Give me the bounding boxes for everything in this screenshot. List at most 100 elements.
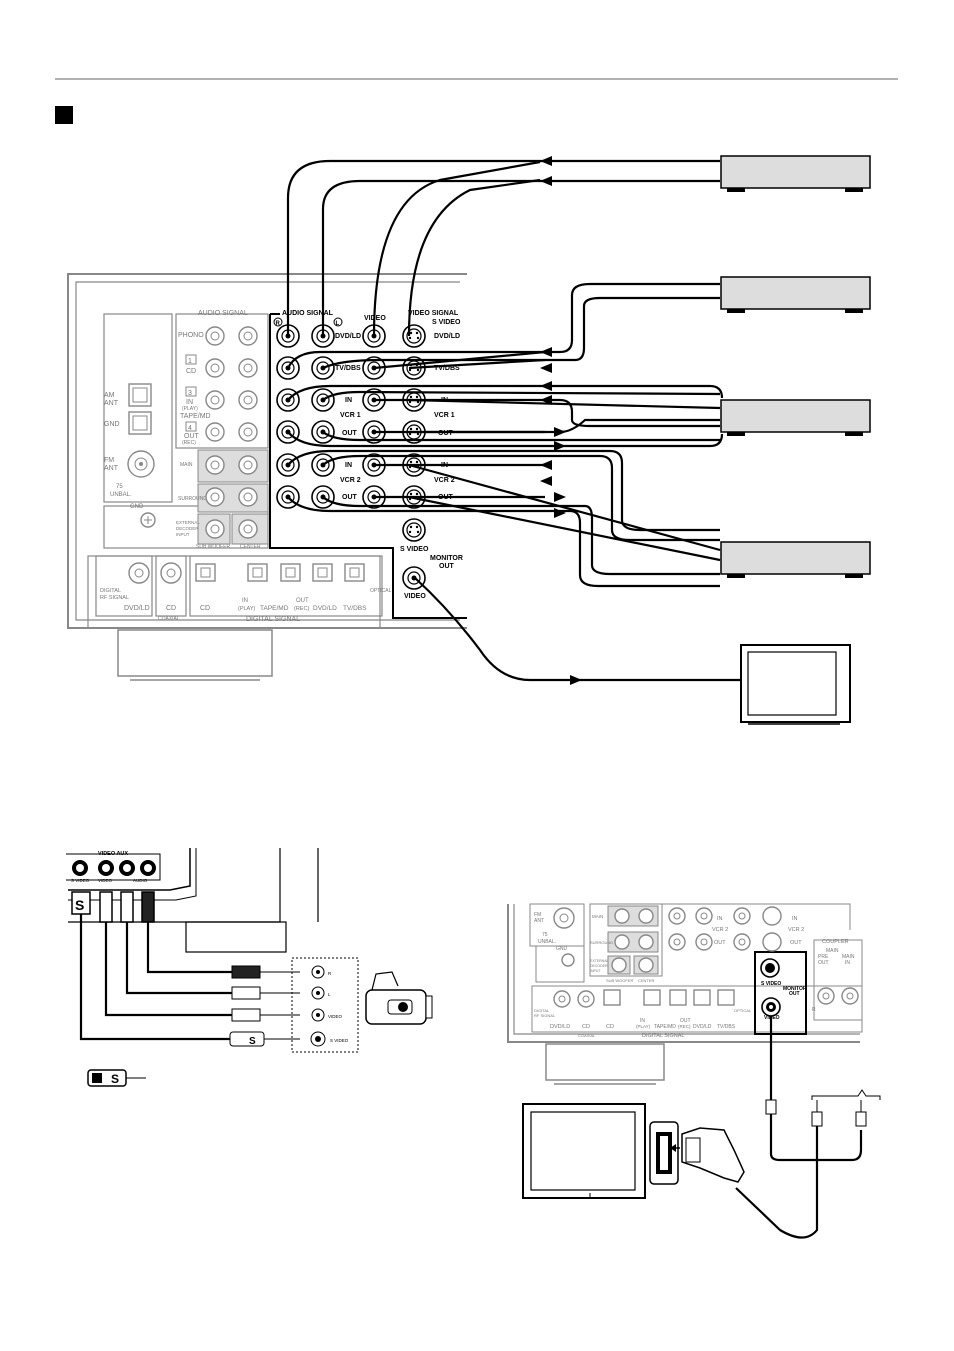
scart-label-out-rec: OUT	[680, 1018, 691, 1024]
monitor-s-video-jack	[402, 518, 426, 542]
signal-arrow-icon	[540, 156, 552, 166]
label-monitor: MONITOR	[430, 555, 463, 562]
label-cam-video: VIDEO	[328, 1014, 343, 1019]
label-sub-woofer: SUB WOOFER	[196, 544, 231, 550]
scart-label-vcr2-b: VCR 2	[788, 927, 804, 933]
label-tape-out: OUT	[184, 433, 200, 440]
label-dvd-ld-dig: DVD/LD	[124, 605, 150, 612]
scart-label-ext-3: INPUT	[590, 969, 601, 973]
signal-arrow-icon	[540, 176, 552, 186]
label-aux-s-video: S VIDEO	[71, 878, 90, 883]
scart-label-fm: FM	[534, 912, 541, 918]
label-video-signal: VIDEO SIGNAL	[408, 310, 459, 317]
label-dvd-ld: DVD/LD	[335, 333, 361, 340]
scart-label-monitor-out: OUT	[789, 991, 800, 997]
label-audio-signal: AUDIO SIGNAL	[282, 310, 334, 317]
scart-label-out-a: OUT	[714, 940, 726, 946]
signal-arrow-icon	[540, 347, 552, 357]
scart-label-in-play-2: (PLAY)	[636, 1024, 651, 1029]
scart-label-pre: PRE	[818, 954, 829, 960]
label-ext-1: EXTERNAL	[176, 520, 200, 525]
label-audio-r: R	[276, 321, 281, 327]
scart-label-monitor: MONITOR	[783, 986, 807, 992]
label-audio-l: L	[336, 321, 340, 327]
s-video-jack	[402, 324, 426, 348]
label-vcr-1: VCR 1	[340, 412, 361, 419]
scart-label-75: 75	[542, 932, 548, 938]
label-cam-s-video: S VIDEO	[330, 1038, 349, 1043]
scart-label-tv-dbs: TV/DBS	[717, 1024, 736, 1030]
label-tape-rec: (REC)	[182, 440, 196, 446]
label-cd: CD	[186, 368, 196, 375]
scart-panel-labels: FM ANT 75 UNBAL. GND MAIN SURROUND EXTER…	[534, 912, 855, 1039]
label-out-1: OUT	[342, 430, 358, 437]
label-digital-signal: DIGITAL SIGNAL	[246, 616, 300, 623]
label-ext-3: INPUT	[176, 532, 190, 537]
scart-label-cd: CD	[582, 1024, 590, 1030]
scart-label-main-in: MAIN	[842, 954, 855, 960]
label-cd-opt: CD	[200, 605, 210, 612]
label-monitor-out: OUT	[439, 563, 455, 570]
signal-arrow-icon	[540, 381, 552, 391]
label-tv-dbs-opt: TV/DBS	[343, 605, 367, 612]
scart-label-dvd-ld2: DVD/LD	[693, 1024, 712, 1030]
scart-label-gnd: GND	[556, 946, 568, 952]
scart-label-coupler: COUPLER	[822, 939, 849, 945]
label-am: AM	[104, 392, 115, 399]
label-gnd: GND	[104, 421, 120, 428]
scart-label-digital: DIGITAL	[534, 1008, 550, 1013]
scart-label-dvd-ld: DVD/LD	[550, 1024, 570, 1030]
top-cables	[286, 159, 740, 682]
front-panel-video-aux: VIDEO AUX S VIDEO VIDEO AUDIO S S	[66, 848, 433, 1087]
scart-label-ext-2: DECODER	[590, 964, 608, 968]
scart-label-center: CENTER	[638, 978, 655, 983]
label-tape-num: 3	[188, 390, 192, 397]
label-in-play-1: IN	[242, 598, 248, 604]
label-cam-l: L	[328, 992, 331, 997]
scart-label-in-b: IN	[792, 916, 798, 922]
scart-label-out-b: OUT	[790, 940, 802, 946]
scart-label-out-rec-2: (REC)	[678, 1024, 691, 1029]
scart-label-in-a: IN	[717, 916, 723, 922]
scart-cables	[735, 1016, 881, 1239]
signal-arrow-icon	[540, 460, 552, 470]
signal-arrow-icon	[540, 363, 552, 373]
label-phono: PHONO	[178, 332, 204, 339]
signal-arrow-icon	[570, 675, 582, 685]
scart-panel-jacks	[553, 906, 859, 1017]
label-s-plug: S	[75, 897, 84, 913]
label-in-2: IN	[345, 462, 352, 469]
scart-label-unbal: UNBAL.	[538, 939, 556, 945]
label-fm: FM	[104, 457, 114, 464]
section-marker-square	[55, 106, 73, 124]
scart-label-in-play: IN	[640, 1018, 645, 1024]
label-tape-md: TAPE/MD	[180, 413, 211, 420]
scart-label-digital-signal: DIGITAL SIGNAL	[642, 1033, 684, 1039]
label-in-1: IN	[345, 397, 352, 404]
scart-label-coupler-main: MAIN	[826, 948, 839, 954]
signal-arrow-icon	[540, 395, 552, 405]
label-audio-signal-grey: AUDIO SIGNAL	[198, 310, 248, 317]
scart-label-main-in-2: IN	[845, 960, 850, 966]
scart-label-surround: SURROUND	[590, 940, 613, 945]
scart-label-fm-ant: ANT	[534, 918, 544, 924]
label-vcr-2-s: VCR 2	[434, 477, 455, 484]
component-tv-tuner	[720, 276, 871, 313]
scart-tv	[522, 1103, 679, 1199]
label-vcr-1-s: VCR 1	[434, 412, 455, 419]
label-out-2: OUT	[342, 494, 358, 501]
scart-label-vcr2: VCR 2	[712, 927, 728, 933]
scart-label-coaxial: COAXIAL	[578, 1033, 596, 1038]
label-out-rec-2: (REC)	[294, 606, 309, 612]
scart-label-sub-woofer: SUB WOOFER	[606, 978, 633, 983]
panel-grey-labels: AUDIO SIGNAL PHONO 1 CD 3 IN (PLAY) TAPE…	[100, 310, 392, 623]
label-vcr-2: VCR 2	[340, 477, 361, 484]
label-s-plug-2: S	[249, 1036, 256, 1047]
label-video-aux: VIDEO AUX	[98, 851, 128, 857]
label-ext-2: DECODER	[176, 526, 199, 531]
label-in-play-2: (PLAY)	[238, 606, 255, 612]
label-surround: SURROUND	[178, 496, 207, 502]
component-monitor-tv	[740, 644, 851, 725]
label-center: CENTER	[240, 544, 261, 550]
